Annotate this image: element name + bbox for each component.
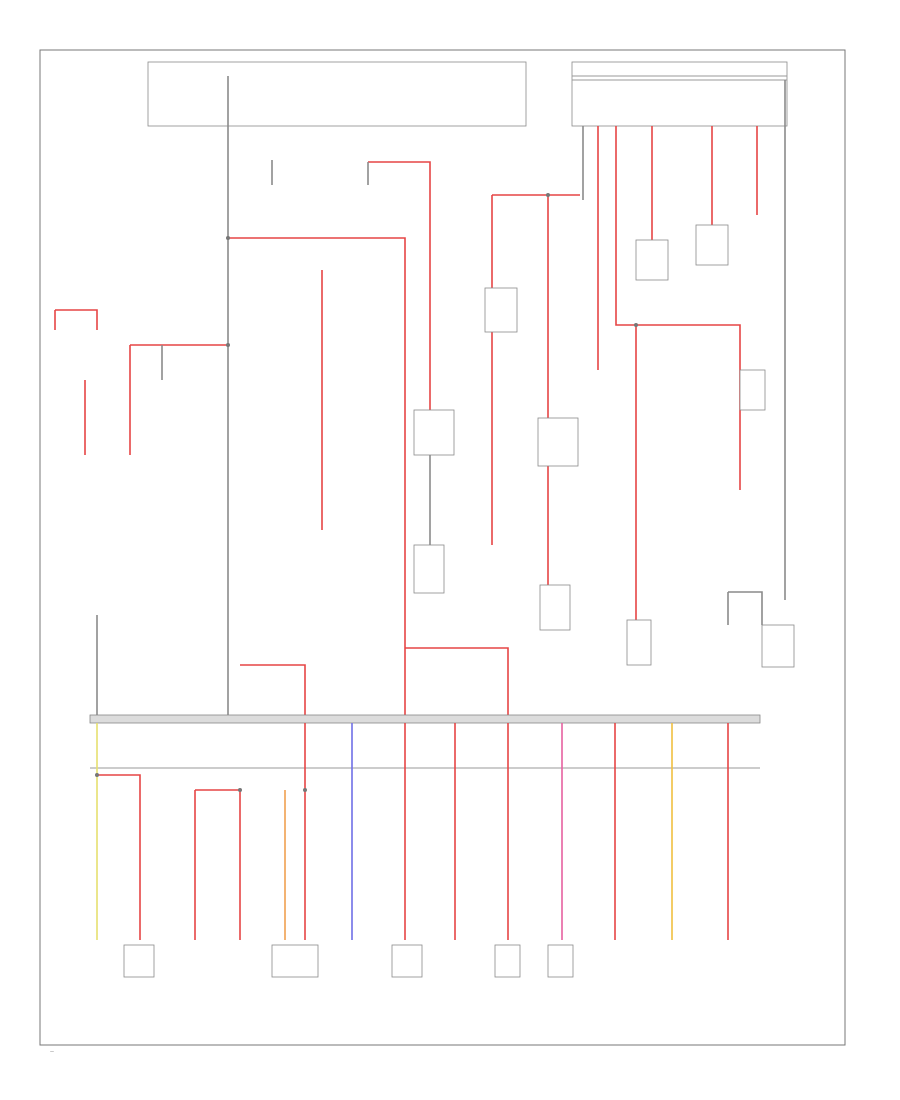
junction-dot bbox=[238, 788, 242, 792]
relay-b-component bbox=[539, 584, 571, 631]
bottom-component-2 bbox=[271, 944, 319, 978]
bottom-component-4 bbox=[494, 944, 521, 978]
battery-fuse-box bbox=[147, 61, 527, 127]
diagram-frame bbox=[39, 49, 846, 1046]
junction-dot bbox=[95, 773, 99, 777]
red-relay-feed-wire bbox=[368, 161, 431, 420]
output-circuits bbox=[96, 723, 729, 940]
junction-dot bbox=[546, 193, 550, 197]
bottom-component-1 bbox=[123, 944, 155, 978]
component-right-relay bbox=[739, 369, 766, 411]
engine-fuse-box bbox=[571, 61, 788, 127]
relay-c-component bbox=[413, 544, 445, 594]
starter-link bbox=[728, 591, 763, 625]
bottom-component-3 bbox=[391, 944, 423, 978]
junction-dot bbox=[226, 236, 230, 240]
starter-component bbox=[761, 624, 795, 668]
component-top-right-2 bbox=[695, 224, 729, 266]
junction-dots bbox=[95, 193, 638, 792]
left-red-loop bbox=[55, 309, 98, 330]
component-top-right-1 bbox=[635, 239, 669, 281]
output-wire-2 bbox=[97, 774, 141, 940]
relay-b bbox=[537, 417, 579, 467]
junction-dot bbox=[634, 323, 638, 327]
fuse-drop-2 bbox=[615, 126, 741, 490]
fuse-busbar bbox=[89, 714, 761, 724]
bottom-component-5 bbox=[547, 944, 574, 978]
junction-dot bbox=[303, 788, 307, 792]
page-footer: — bbox=[50, 1049, 54, 1054]
lower-red-jumper-2 bbox=[405, 647, 509, 715]
output-wire-3 bbox=[195, 789, 241, 940]
lower-red-jumper bbox=[240, 664, 306, 715]
junction-dot bbox=[226, 343, 230, 347]
component-mid-right bbox=[626, 619, 652, 666]
red-distribution-wire bbox=[228, 237, 406, 715]
relay-a bbox=[484, 287, 518, 333]
relay-c bbox=[413, 409, 455, 456]
